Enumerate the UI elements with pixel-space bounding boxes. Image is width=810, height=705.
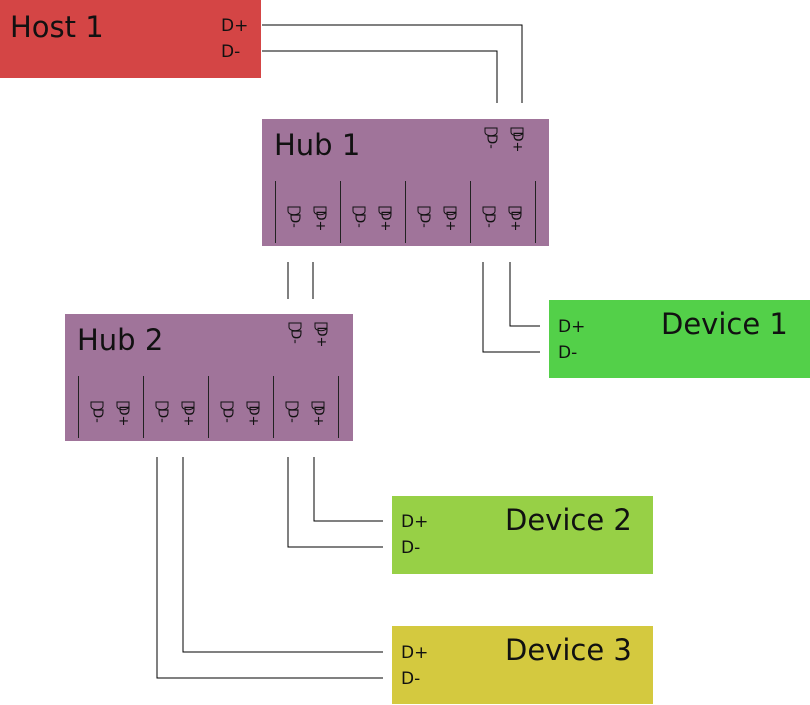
wire-host-dminus <box>262 50 498 103</box>
host-title: Host 1 <box>10 10 104 44</box>
wire-device1-dminus <box>482 262 540 353</box>
hub2-port1-dminus: D- <box>87 401 107 425</box>
hub1-title: Hub 1 <box>274 128 361 162</box>
pin-connector-icon <box>352 206 366 216</box>
wire-device2-dplus <box>313 457 383 522</box>
hub2-divider <box>273 376 274 438</box>
pin-connector-icon <box>378 206 392 216</box>
hub1-port-strip: D- D+ D- D+ D- D+ D- D+ <box>262 179 549 246</box>
device3-dminus-label: D- <box>401 669 421 689</box>
host-dplus-label: D+ <box>221 16 249 36</box>
hub2-port2-dminus: D- <box>152 401 172 425</box>
wire-device2-dminus <box>287 457 383 548</box>
device3-title: Device 3 <box>505 633 632 667</box>
wire-host-dplus <box>262 24 523 103</box>
wire-device3-dminus <box>156 457 383 679</box>
hub2-divider <box>208 376 209 438</box>
pin-connector-icon <box>311 401 325 411</box>
hub2-upstream-dplus: D+ <box>311 322 331 347</box>
hub1-port2-dplus: D+ <box>375 206 395 231</box>
device2-dminus-label: D- <box>401 538 421 558</box>
hub1-port3-dminus: D- <box>414 206 434 230</box>
hub2-port4-dminus: D- <box>282 401 302 425</box>
hub2-port1-dplus: D+ <box>113 401 133 426</box>
hub1-port2-dminus: D- <box>349 206 369 230</box>
pin-connector-icon <box>313 206 327 216</box>
device-3-box: Device 3 D+ D- <box>392 626 653 704</box>
hub2-port3-dplus: D+ <box>243 401 263 426</box>
hub1-port1-dminus: D- <box>284 206 304 230</box>
device2-dplus-label: D+ <box>401 512 429 532</box>
pin-connector-icon <box>510 127 524 137</box>
hub1-port4-dminus: D- <box>479 206 499 230</box>
wire-device3-dplus <box>182 457 383 653</box>
hub1-divider <box>470 181 471 243</box>
hub1-divider <box>275 181 276 243</box>
device2-title: Device 2 <box>505 503 632 537</box>
hub-1-box: Hub 1 D- D+ D- D+ D- D+ D- D+ D- D+ <box>262 119 549 246</box>
pin-connector-icon <box>220 401 234 411</box>
device3-dplus-label: D+ <box>401 643 429 663</box>
device1-dplus-label: D+ <box>558 317 586 337</box>
host-dminus-label: D- <box>221 42 241 62</box>
hub2-port-strip: D- D+ D- D+ D- D+ D- D+ <box>65 374 353 441</box>
hub2-port4-dplus: D+ <box>308 401 328 426</box>
hub1-port1-dplus: D+ <box>310 206 330 231</box>
hub2-port3-dminus: D- <box>217 401 237 425</box>
device1-dminus-label: D- <box>558 343 578 363</box>
hub1-divider <box>535 181 536 243</box>
hub-2-box: Hub 2 D- D+ D- D+ D- D+ D- D+ D- D+ <box>65 314 353 441</box>
hub2-upstream-dminus: D- <box>285 322 305 346</box>
hub1-upstream-dminus: D- <box>481 127 501 151</box>
pin-connector-icon <box>287 206 301 216</box>
pin-connector-icon <box>90 401 104 411</box>
hub1-port3-dplus: D+ <box>440 206 460 231</box>
pin-connector-icon <box>417 206 431 216</box>
hub2-port2-dplus: D+ <box>178 401 198 426</box>
pin-connector-icon <box>314 322 328 332</box>
hub2-divider <box>338 376 339 438</box>
pin-connector-icon <box>285 401 299 411</box>
host-1-box: Host 1 D+ D- <box>0 0 261 78</box>
device-2-box: Device 2 D+ D- <box>392 496 653 574</box>
hub1-port4-dplus: D+ <box>505 206 525 231</box>
pin-connector-icon <box>484 127 498 137</box>
pin-connector-icon <box>482 206 496 216</box>
hub1-divider <box>340 181 341 243</box>
hub2-title: Hub 2 <box>77 323 164 357</box>
pin-connector-icon <box>288 322 302 332</box>
hub1-upstream-dplus: D+ <box>507 127 527 152</box>
hub1-divider <box>405 181 406 243</box>
pin-connector-icon <box>116 401 130 411</box>
pin-connector-icon <box>508 206 522 216</box>
pin-connector-icon <box>155 401 169 411</box>
device-1-box: Device 1 D+ D- <box>549 300 810 378</box>
wire-device1-dplus <box>509 262 540 327</box>
device1-title: Device 1 <box>661 307 788 341</box>
pin-connector-icon <box>246 401 260 411</box>
pin-connector-icon <box>181 401 195 411</box>
hub2-divider <box>143 376 144 438</box>
pin-connector-icon <box>443 206 457 216</box>
hub2-divider <box>78 376 79 438</box>
